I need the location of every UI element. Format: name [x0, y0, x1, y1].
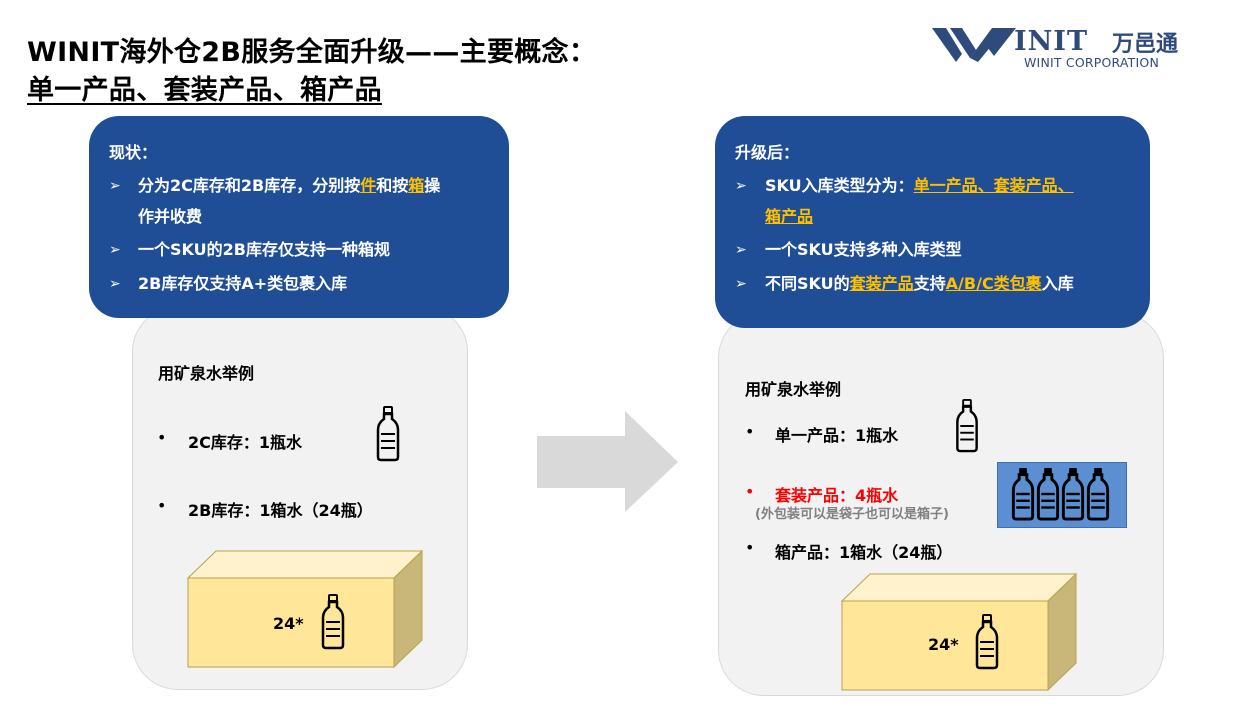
- right-example-item-3: 箱产品：1箱水（24瓶）: [775, 543, 953, 562]
- left-bullet-3: 2B库存仅支持A+类包裹入库: [138, 274, 348, 293]
- bottle-icon: [376, 406, 400, 462]
- left-example-item-2: 2B库存：1箱水（24瓶）: [188, 501, 373, 520]
- right-bullet-3-text: 不同SKU的: [765, 274, 850, 293]
- logo-subtitle: WINIT CORPORATION: [1024, 55, 1159, 70]
- list-bullet-dot: •: [745, 422, 755, 441]
- right-example-item-2: 套装产品：4瓶水: [775, 486, 899, 505]
- right-bullet-3-mid: 支持: [913, 274, 946, 293]
- bullet-arrow-icon: ➢: [735, 276, 747, 292]
- right-bullet-3-end: 入库: [1041, 274, 1074, 293]
- bullet-arrow-icon: ➢: [735, 242, 747, 258]
- left-status-panel: 现状： ➢ 分为2C库存和2B库存，分别按件和按箱操 作并收费 ➢ 一个SKU的…: [89, 116, 509, 318]
- left-panel-heading: 现状：: [109, 143, 158, 162]
- bullet-arrow-icon: ➢: [735, 178, 747, 194]
- left-bullet-1-end: 操: [424, 176, 441, 195]
- left-bullet-1-mid: 和按: [376, 176, 409, 195]
- right-bullet-3-highlight-set: 套装产品: [849, 274, 914, 293]
- bullet-arrow-icon: ➢: [109, 276, 121, 292]
- right-panel-heading: 升级后：: [735, 143, 800, 162]
- page-title: WINIT海外仓2B服务全面升级——主要概念： 单一产品、套装产品、箱产品: [27, 34, 596, 110]
- right-example-item-1: 单一产品：1瓶水: [775, 426, 899, 445]
- bullet-arrow-icon: ➢: [109, 178, 121, 194]
- right-bullet-3: 不同SKU的套装产品支持A/B/C类包裹入库: [765, 268, 1074, 299]
- packaging-note: (外包装可以是袋子也可以是箱子): [755, 507, 949, 522]
- right-example-title: 用矿泉水举例: [745, 380, 842, 399]
- carton-box: [841, 573, 1077, 692]
- list-bullet-dot: •: [745, 538, 755, 557]
- left-bullet-1-cont: 作并收费: [138, 207, 203, 226]
- bottle-icon: [975, 614, 999, 670]
- left-bullet-2: 一个SKU的2B库存仅支持一种箱规: [138, 240, 390, 259]
- winit-w-logo-icon: [932, 28, 1016, 62]
- bottle-icon: [321, 594, 345, 650]
- list-bullet-dot: •: [157, 428, 167, 447]
- logo-chinese-name: 万邑通: [1112, 32, 1179, 57]
- left-bullet-1-text: 分为2C库存和2B库存，分别按: [138, 176, 361, 195]
- left-box-label: 24*: [273, 614, 304, 633]
- left-example-item-1: 2C库存：1瓶水: [188, 433, 303, 452]
- bullet-arrow-icon: ➢: [109, 242, 121, 258]
- left-example-title: 用矿泉水举例: [158, 364, 255, 383]
- bottle-icon: [1086, 467, 1110, 521]
- right-bullet-1-cont: 箱产品: [765, 201, 813, 232]
- title-line2: 单一产品、套装产品、箱产品: [27, 75, 382, 106]
- arrow-right-icon: [537, 411, 678, 512]
- carton-box: [187, 550, 423, 669]
- right-bullet-1-highlight: 单一产品、套装产品、: [913, 176, 1074, 195]
- title-line1: WINIT海外仓2B服务全面升级——主要概念：: [27, 37, 597, 68]
- right-bullet-2: 一个SKU支持多种入库类型: [765, 240, 962, 259]
- bottle-icon: [956, 399, 978, 453]
- list-bullet-dot: •: [745, 482, 755, 501]
- right-bullet-1-highlight-cont: 箱产品: [765, 207, 814, 226]
- left-bullet-1-highlight-piece: 件: [360, 176, 377, 195]
- right-box-label: 24*: [928, 635, 959, 654]
- right-bullet-1-text: SKU入库类型分为：: [765, 176, 914, 195]
- right-upgrade-panel: 升级后： ➢ SKU入库类型分为：单一产品、套装产品、 箱产品 ➢ 一个SKU支…: [715, 116, 1150, 328]
- bottle-icon: [1061, 467, 1085, 521]
- left-bullet-1-highlight-box: 箱: [408, 176, 425, 195]
- logo-wordmark: INIT: [1014, 26, 1089, 57]
- left-bullet-1: 分为2C库存和2B库存，分别按件和按箱操: [138, 170, 440, 201]
- list-bullet-dot: •: [157, 496, 167, 515]
- right-bullet-3-highlight-class: A/B/C类包裹: [945, 274, 1042, 293]
- bottle-icon: [1011, 467, 1035, 521]
- bottle-icon: [1036, 467, 1060, 521]
- company-logo: INIT 万邑通 WINIT CORPORATION: [932, 24, 1192, 76]
- right-bullet-1: SKU入库类型分为：单一产品、套装产品、: [765, 170, 1074, 201]
